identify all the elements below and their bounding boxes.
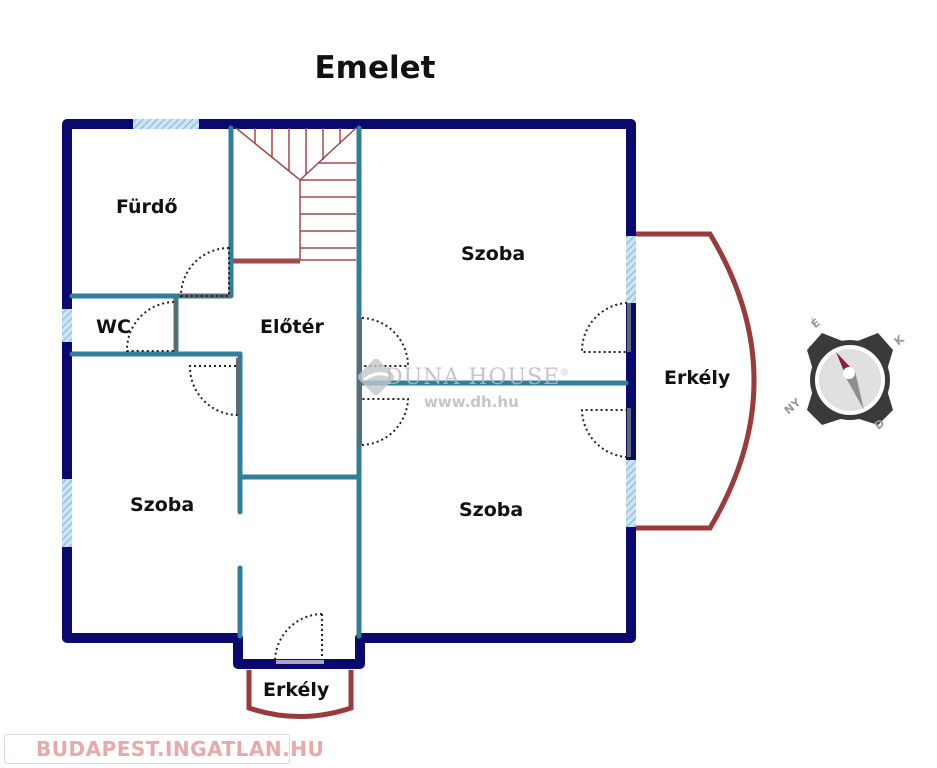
room-label-szoba-bottom-right: Szoba (459, 499, 524, 521)
room-label-erkely-bottom: Erkély (263, 679, 330, 701)
window-erkely-bottom (626, 460, 636, 527)
duna-house-logo-icon (357, 358, 395, 396)
door-swings (125, 246, 628, 661)
window-erkely-top (626, 236, 636, 303)
footer-site-link[interactable]: BUDAPEST.INGATLAN.HU (36, 737, 325, 761)
windows (62, 119, 636, 547)
watermark-registered: ® (560, 368, 571, 379)
room-label-szoba-left: Szoba (130, 494, 195, 516)
room-label-eloter: Előtér (260, 316, 324, 338)
watermark-url: www.dh.hu (424, 393, 519, 411)
watermark-brand-text: DUNA HOUSE (385, 365, 561, 390)
page-title: Emelet (314, 50, 436, 86)
room-label-szoba-top-right: Szoba (461, 243, 526, 265)
compass-icon (807, 333, 893, 425)
balcony-rails (246, 231, 757, 719)
window-furdo (133, 119, 199, 129)
window-wc (62, 309, 72, 342)
room-label-furdo: Fürdő (116, 196, 178, 218)
watermark-brand: DUNA HOUSE® (385, 365, 570, 390)
window-szoba-left (62, 479, 72, 547)
room-label-wc: WC (96, 316, 131, 338)
stairs (233, 127, 357, 264)
footer-badge (4, 734, 290, 764)
room-label-erkely-right: Erkély (664, 367, 731, 389)
